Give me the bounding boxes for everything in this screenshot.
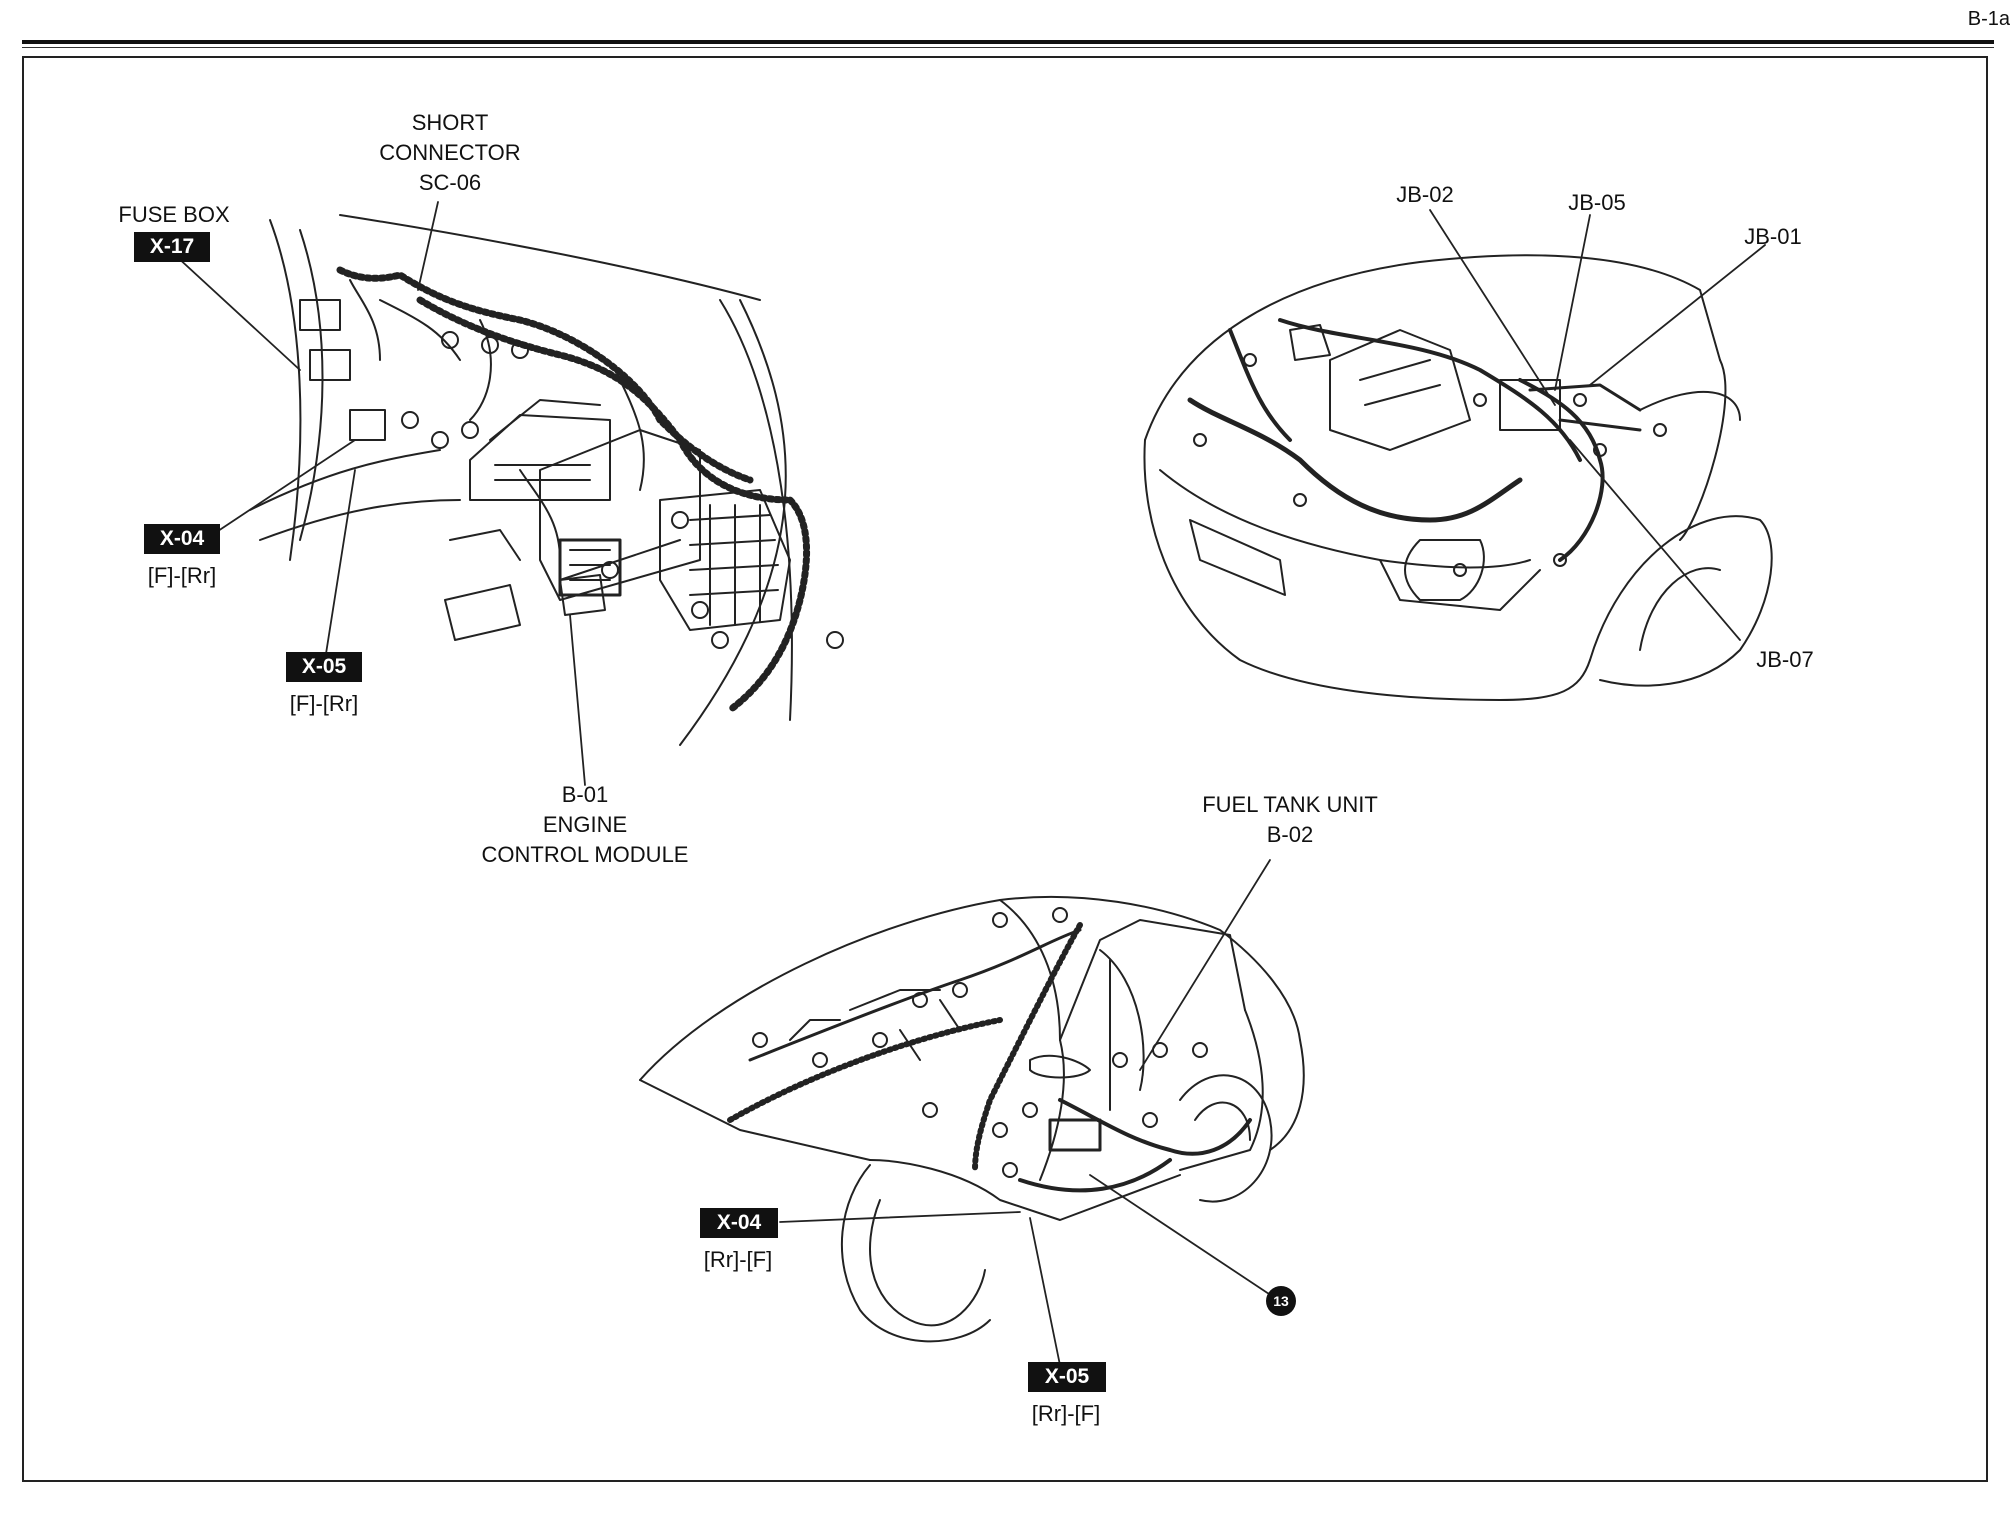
fuel-tank-line-1: FUEL TANK UNIT	[1202, 792, 1378, 817]
x04-engine-tag: X-04	[144, 524, 220, 554]
x05-car-direction: [Rr]-[F]	[1031, 1401, 1101, 1426]
fuel-tank-unit-label: FUEL TANK UNIT B-02	[1180, 790, 1400, 850]
engine-bay-leaders	[174, 201, 586, 786]
x05-engine-direction: [F]-[Rr]	[289, 691, 359, 716]
x05-car-tag: X-05	[1028, 1362, 1106, 1392]
short-connector-line-2: CONNECTOR	[379, 140, 521, 165]
ground-point-marker: 13	[1266, 1286, 1296, 1316]
x04-car-tag: X-04	[700, 1208, 778, 1238]
car-body-drawing	[639, 895, 1305, 1343]
x05-engine-tag: X-05	[286, 652, 362, 682]
engine-control-module-label: B-01 ENGINE CONTROL MODULE	[460, 780, 710, 870]
ecm-line-1: B-01	[561, 782, 609, 807]
engine-bay-drawing	[249, 214, 844, 746]
x04-engine-direction: [F]-[Rr]	[147, 563, 217, 588]
fuse-box-connector-tag: X-17	[134, 232, 210, 262]
header-rule-thin	[22, 47, 1994, 48]
short-connector-line-1: SHORT	[411, 110, 489, 135]
jb-02-label: JB-02	[1396, 182, 1454, 207]
fuel-tank-line-2: B-02	[1266, 822, 1314, 847]
diagram-frame	[22, 56, 1988, 1482]
front-view-leaders	[1429, 209, 1766, 641]
ecm-line-3: CONTROL MODULE	[481, 842, 689, 867]
short-connector-label: SHORT CONNECTOR SC-06	[360, 108, 540, 198]
car-body-leaders	[779, 859, 1279, 1376]
front-view-drawing	[1143, 254, 1773, 701]
header-rule	[22, 40, 1994, 44]
ecm-line-2: ENGINE	[542, 812, 628, 837]
fuse-box-label: FUSE BOX	[118, 202, 230, 227]
short-connector-line-3: SC-06	[418, 170, 482, 195]
jb-07-label: JB-07	[1756, 647, 1814, 672]
jb-05-label: JB-05	[1568, 190, 1626, 215]
page-code: B-1a	[1967, 8, 2010, 30]
jb-01-label: JB-01	[1744, 224, 1802, 249]
x04-car-direction: [Rr]-[F]	[703, 1247, 773, 1272]
